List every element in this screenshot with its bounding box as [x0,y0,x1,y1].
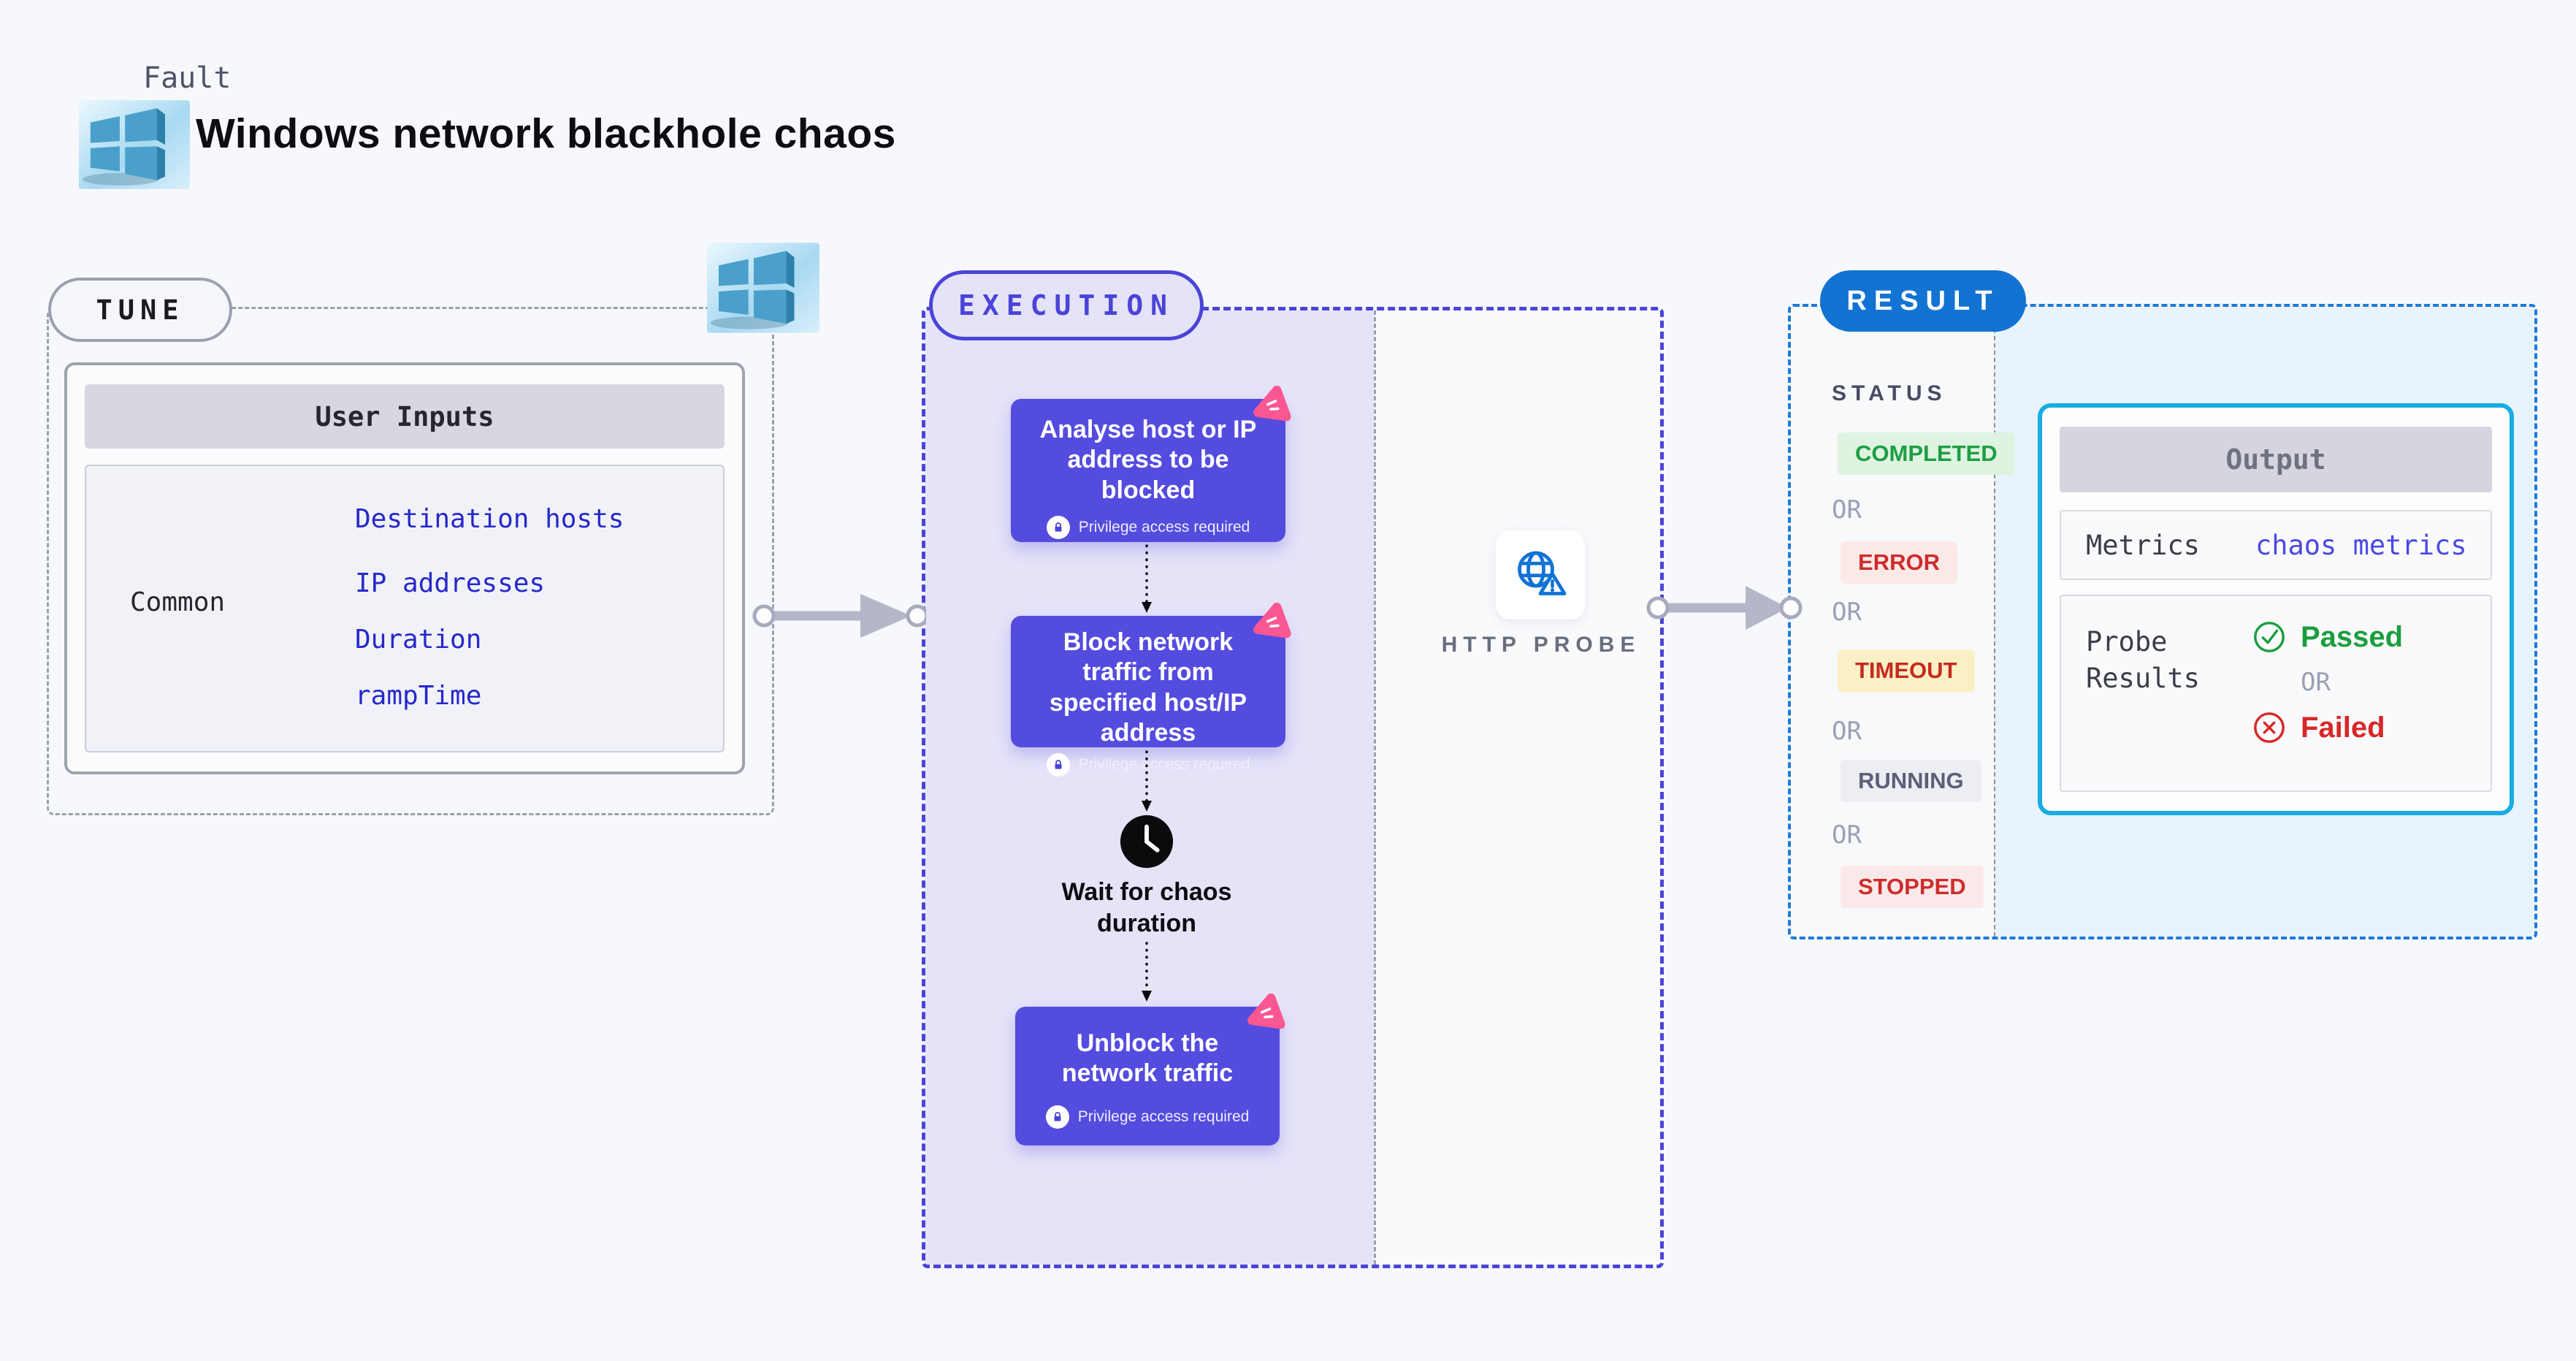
clock-icon [1120,815,1174,869]
fault-kicker: Fault [143,61,232,95]
step-title: Block network traffic from specified hos… [1049,628,1247,747]
or-separator: OR [1832,717,1862,746]
chaos-metrics-link[interactable]: chaos metrics [2255,529,2467,561]
passed-verdict: Passed [2252,617,2403,657]
privilege-label: Privilege access required [1078,519,1250,536]
result-pill: RESULT [1820,270,2026,332]
status-badge-error: ERROR [1841,541,1957,584]
chaos-icon [1247,993,1285,1029]
privilege-label: Privilege access required [1078,755,1250,773]
step-analyse-host: Analyse host or IP address to be blocked… [1011,385,1291,542]
probe-results-label: Probe Results [2086,626,2200,694]
step-block-traffic: Block network traffic from specified hos… [1011,602,1291,777]
wait-step-label: Wait for chaos duration [1061,878,1232,937]
step-unblock-traffic: Unblock the network traffic Privilege ac… [1015,993,1285,1145]
chaos-icon [1253,602,1291,638]
failed-verdict: Failed [2252,707,2403,748]
http-probe-globe-icon [1518,551,1567,595]
check-circle-icon [2254,622,2285,652]
metrics-row: Metrics chaos metrics [2060,510,2492,580]
http-probe-card [1496,530,1585,619]
tune-section [47,307,774,815]
or-separator: OR [1832,820,1862,850]
common-row-label: Common [130,587,226,617]
probe-results-row: Probe Results Passed OR Failed [2060,595,2492,792]
user-inputs-card: User Inputs Common Destination hosts IP … [64,362,745,774]
status-heading: STATUS [1832,381,1947,405]
status-badge-running: RUNNING [1841,760,1981,802]
page-title: Windows network blackhole chaos [196,110,896,157]
lock-icon [1045,1105,1069,1129]
flow-arrow-execution-to-result [1646,586,1803,630]
status-badge-completed: COMPLETED [1838,432,2015,475]
or-separator: OR [2301,668,2331,697]
step-title: Analyse host or IP address to be blocked [1039,416,1257,504]
output-title: Output [2060,427,2492,492]
user-inputs-body: Common Destination hosts IP addresses Du… [85,465,725,752]
tune-pill: TUNE [48,278,232,342]
field-link-ip-addresses[interactable]: IP addresses [355,568,546,598]
failed-label: Failed [2301,711,2385,744]
lock-icon [1046,752,1070,777]
field-link-destination-hosts[interactable]: Destination hosts [355,504,624,534]
flow-arrow-tune-to-execution [752,594,926,638]
status-badge-timeout: TIMEOUT [1838,649,1975,692]
chaos-icon [1253,385,1291,422]
step-connector [1142,544,1152,613]
or-separator: OR [1832,598,1862,627]
metrics-label: Metrics [2086,529,2200,561]
or-separator: OR [1832,495,1862,525]
probes-pane [1374,310,1660,1265]
windows-logo-icon [79,100,190,189]
step-connector [1142,942,1152,1002]
field-link-ramptime[interactable]: rampTime [355,681,482,711]
field-link-duration[interactable]: Duration [355,625,482,655]
status-pane [1791,307,1994,937]
passed-label: Passed [2301,620,2404,653]
output-card: Output Metrics chaos metrics Probe Resul… [2038,403,2514,815]
step-connector [1142,750,1152,812]
execution-pill: EXECUTION [929,270,1204,340]
status-badge-stopped: STOPPED [1841,866,1984,908]
user-inputs-title: User Inputs [85,384,725,449]
x-circle-icon [2254,712,2285,743]
http-probe-label: HTTP PROBE [1441,633,1641,657]
windows-logo-icon [707,243,819,333]
privilege-label: Privilege access required [1077,1108,1250,1125]
lock-icon [1046,516,1070,540]
step-title: Unblock the network traffic [1061,1029,1234,1088]
